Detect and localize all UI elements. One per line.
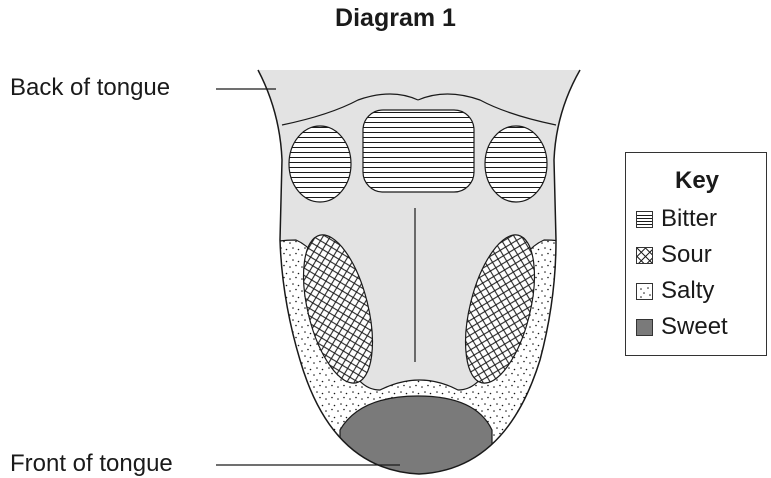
sour-swatch-icon xyxy=(636,247,653,264)
key-label-sour: Sour xyxy=(661,241,712,269)
sweet-swatch-icon xyxy=(636,319,653,336)
bitter-region-right xyxy=(485,126,547,202)
key-label-salty: Salty xyxy=(661,277,714,305)
bitter-region-center xyxy=(363,110,474,192)
key-item-salty: Salty xyxy=(636,277,714,305)
bitter-swatch-icon xyxy=(636,211,653,228)
key-item-sour: Sour xyxy=(636,241,712,269)
front-of-tongue-label: Front of tongue xyxy=(10,450,173,478)
back-of-tongue-label: Back of tongue xyxy=(10,74,170,102)
salty-swatch-icon xyxy=(636,283,653,300)
key-item-bitter: Bitter xyxy=(636,205,717,233)
key-title: Key xyxy=(626,167,768,195)
key-label-sweet: Sweet xyxy=(661,313,728,341)
key-item-sweet: Sweet xyxy=(636,313,728,341)
bitter-region-left xyxy=(289,126,351,202)
key-label-bitter: Bitter xyxy=(661,205,717,233)
key-legend: Key Bitter Sour Salty Sweet xyxy=(625,152,767,356)
